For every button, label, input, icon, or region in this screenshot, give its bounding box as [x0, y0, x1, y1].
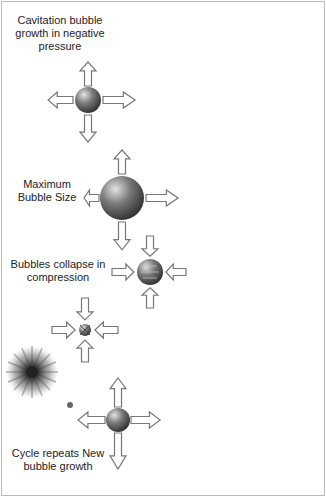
- maximum-bubble: [84, 150, 178, 250]
- caption-label: Cycle repeats New bubble growth: [8, 447, 108, 473]
- growing-bubble: [48, 62, 135, 142]
- compressing-bubble: [112, 236, 186, 308]
- implosion-burst: [6, 346, 58, 398]
- caption-label: Maximum Bubble Size: [14, 178, 80, 204]
- caption-label: Cavitation bubble growth in negative pre…: [5, 14, 115, 53]
- collapsing-bubble: [52, 298, 118, 362]
- residual-bubble: [67, 402, 73, 408]
- caption-label: Bubbles collapse in compression: [8, 258, 108, 284]
